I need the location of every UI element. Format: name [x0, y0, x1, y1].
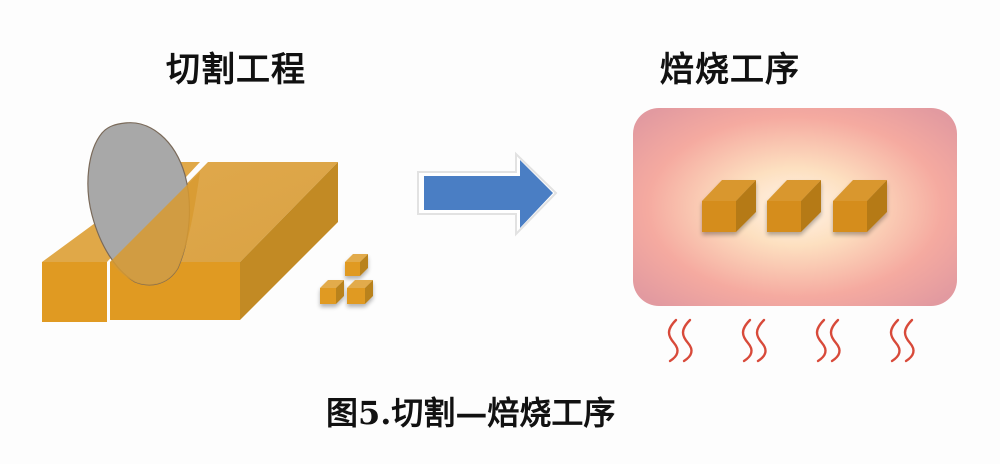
- baked-block-1: [702, 180, 756, 232]
- heat-wave-1: [667, 318, 693, 363]
- heat-wave-3: [815, 318, 841, 363]
- baked-block-2: [767, 180, 821, 232]
- heat-waves-icon: [667, 318, 915, 363]
- piece-left: [320, 280, 344, 304]
- saw-blade: [87, 122, 200, 286]
- heat-wave-2: [741, 318, 767, 363]
- small-cut-pieces: [320, 254, 373, 304]
- baked-block-3: [833, 180, 887, 232]
- piece-right: [347, 280, 373, 304]
- cutting-title: 切割工程: [166, 50, 306, 90]
- process-arrow-icon: [417, 151, 558, 237]
- furnace-chamber: [633, 108, 957, 306]
- baking-title: 焙烧工序: [660, 50, 800, 90]
- furnace-blocks: [702, 180, 887, 232]
- heat-wave-4: [889, 318, 915, 363]
- cutting-illustration: [42, 122, 373, 322]
- figure-caption: 图5.切割—焙烧工序: [326, 394, 616, 432]
- piece-top: [345, 254, 368, 276]
